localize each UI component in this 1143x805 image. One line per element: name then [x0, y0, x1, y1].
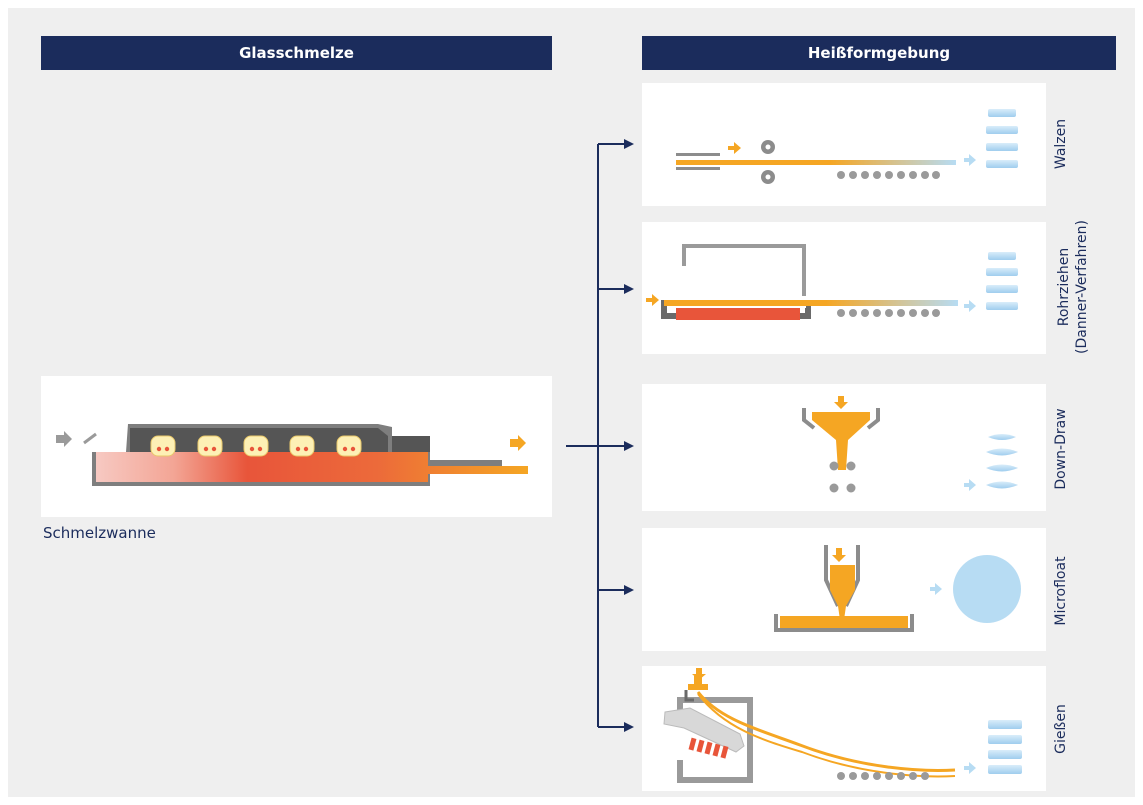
- glass-wafer: [953, 555, 1021, 623]
- down-draw-illustration: [802, 396, 1018, 493]
- flow-arrow-icon: [646, 294, 659, 306]
- melting-tank-caption: Schmelzwanne: [43, 524, 156, 542]
- arrow-right-icon: [624, 284, 634, 294]
- casting-frame: [677, 697, 753, 783]
- giessen-illustration: [663, 668, 1022, 783]
- arrow-right-icon: [624, 722, 634, 732]
- mold-segments: [688, 737, 729, 759]
- hot-glass-mandrel: [676, 308, 800, 320]
- flow-arrow-icon: [728, 142, 741, 154]
- ladle-icon: [663, 707, 745, 753]
- conveyor-rollers: [837, 772, 929, 780]
- muffle-hood: [682, 244, 806, 296]
- flow-arrow-icon: [692, 668, 706, 680]
- pipe-holder: [661, 300, 811, 319]
- microfloat-illustration: [774, 545, 1021, 632]
- float-bath: [774, 614, 914, 632]
- cast-blocks-stack: [988, 720, 1022, 774]
- conveyor-rollers: [837, 171, 940, 179]
- burner-icon: [289, 435, 315, 457]
- flow-arrow-icon: [964, 479, 976, 491]
- flow-arrow-icon: [964, 762, 976, 774]
- connector-tree: [566, 143, 628, 728]
- feeder-chute: [83, 432, 97, 445]
- flow-arrow-icon: [964, 300, 976, 312]
- header-heissformgebung: Heißformgebung: [642, 36, 1116, 70]
- float-glass: [780, 616, 908, 628]
- flow-arrow-icon: [832, 548, 846, 562]
- pull-rollers: [829, 461, 856, 493]
- walzen-illustration: [676, 109, 1018, 184]
- glass-tube: [664, 300, 958, 306]
- arrow-right-icon: [624, 585, 634, 595]
- header-glasschmelze-label: Glasschmelze: [239, 44, 354, 62]
- melting-tank: [56, 424, 528, 486]
- glass-sheets-stack: [986, 109, 1018, 168]
- output-arrow-icon: [510, 435, 526, 451]
- tank-forehearth-crown: [392, 436, 430, 452]
- burner-icon: [336, 435, 362, 457]
- arrow-right-icon: [624, 441, 634, 451]
- burner-icon: [197, 435, 223, 457]
- header-heissformgebung-label: Heißformgebung: [807, 44, 951, 62]
- connector-arrowheads: [624, 139, 634, 732]
- glass-ribbon: [676, 160, 956, 165]
- burner-icon: [243, 435, 269, 457]
- pour-spout: [688, 676, 708, 690]
- arrow-right-icon: [624, 139, 634, 149]
- flow-arrow-icon: [930, 583, 942, 595]
- conveyor-rollers: [837, 309, 940, 317]
- drawing-tank: [812, 412, 870, 470]
- glass-melt: [96, 452, 528, 482]
- flow-arrow-icon: [834, 396, 848, 409]
- header-glasschmelze: Glasschmelze: [41, 36, 552, 70]
- rohrziehen-illustration: [646, 244, 1018, 320]
- panel-walzen: [642, 83, 1046, 206]
- burners: [150, 435, 362, 457]
- burner-icon: [150, 435, 176, 457]
- input-arrow-icon: [56, 431, 72, 447]
- flow-arrow-icon: [964, 154, 976, 166]
- thin-glass-sheets: [986, 434, 1018, 489]
- glass-tubes-stack: [986, 252, 1018, 310]
- glass-stream: [696, 691, 956, 772]
- float-nozzle: [830, 565, 855, 620]
